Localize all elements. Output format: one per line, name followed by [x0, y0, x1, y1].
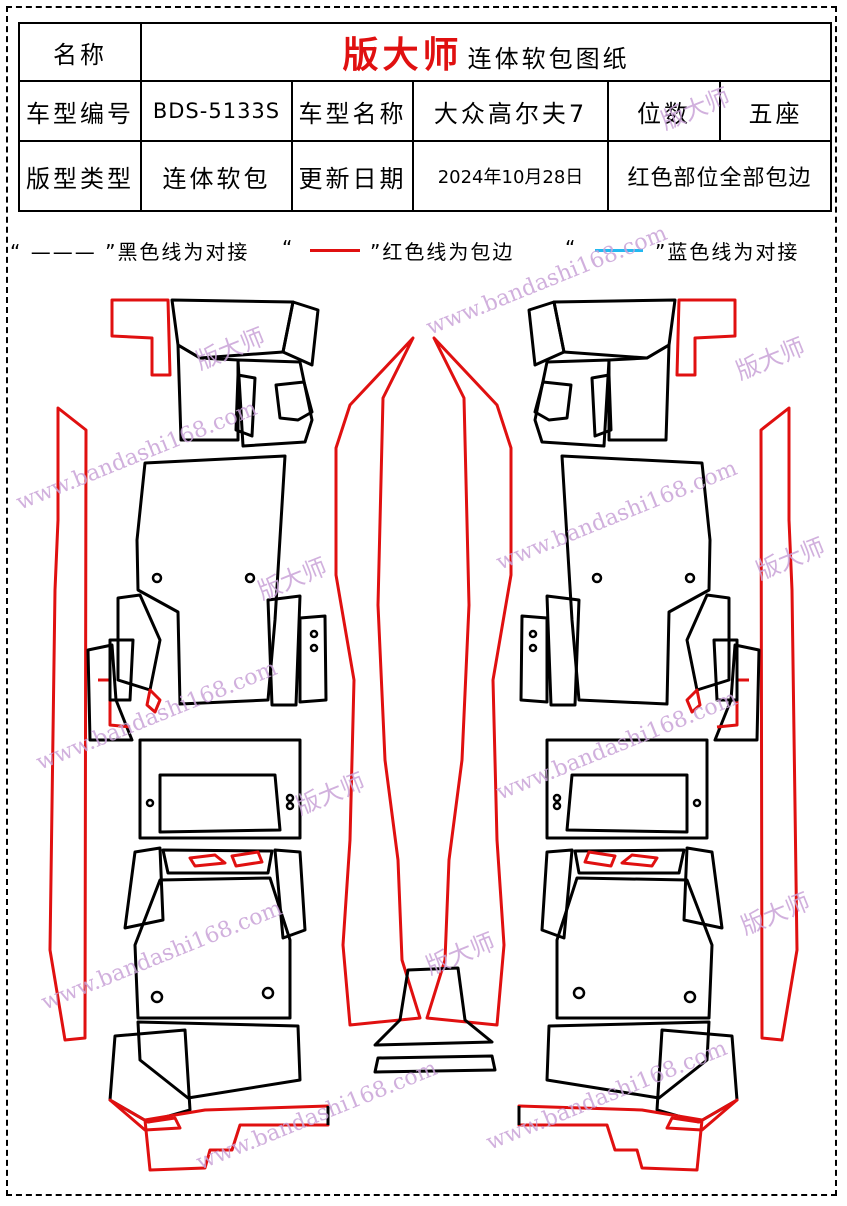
watermark-url: www.bandashi168.com [493, 456, 741, 576]
model-code-label: 车型编号 [18, 80, 142, 142]
center-console-piece [373, 966, 494, 1047]
watermarks: www.bandashi168.com www.bandashi168.com … [13, 83, 829, 1176]
model-name-label: 车型名称 [291, 80, 414, 142]
watermark-url: www.bandashi168.com [33, 656, 281, 776]
watermark-brand: 版大师 [732, 333, 809, 386]
legend-blue-open: “ [565, 236, 578, 260]
model-name-value: 大众高尔夫7 [412, 80, 609, 142]
legend-red-open: “ [282, 236, 295, 260]
seats-label: 位数 [607, 80, 721, 142]
name-label: 名称 [18, 22, 142, 82]
watermark-url: www.bandashi168.com [483, 1036, 731, 1156]
watermark-url: www.bandashi168.com [493, 686, 741, 806]
info-table: 名称 版大师 连体软包图纸 车型编号 BDS-5133S 车型名称 大众高尔夫7… [18, 22, 833, 212]
watermark-url: www.bandashi168.com [13, 396, 261, 516]
update-date-label: 更新日期 [291, 140, 414, 212]
update-date-value: 2024年10月28日 [412, 140, 609, 212]
binding-note: 红色部位全部包边 [606, 140, 833, 212]
watermark-brand: 版大师 [657, 83, 734, 136]
watermark-brand: 版大师 [292, 768, 369, 821]
watermark-brand: 版大师 [737, 888, 814, 941]
model-code-value: BDS-5133S [140, 80, 293, 142]
legend-black: “ ——— ”黑色线为对接 [10, 240, 250, 264]
legend-red-text: ”红色线为包边 [370, 240, 515, 264]
pattern-type-value: 连体软包 [140, 140, 293, 212]
watermark-url: www.bandashi168.com [423, 221, 671, 341]
drawing-title: 连体软包图纸 [467, 45, 630, 73]
watermark-brand: 版大师 [192, 323, 269, 376]
dashed-border [6, 6, 837, 1196]
watermark-brand: 版大师 [422, 928, 499, 981]
legend-blue-swatch [595, 249, 643, 252]
brand-title: 版大师 [342, 35, 463, 76]
pattern-type-label: 版型类型 [18, 140, 142, 212]
line-legend: “ ——— ”黑色线为对接 “ ”红色线为包边 “ ”蓝色线为对接 [10, 232, 840, 268]
center-strip-piece [373, 1054, 497, 1074]
watermark-url: www.bandashi168.com [193, 1056, 441, 1176]
legend-blue-text: ”蓝色线为对接 [655, 240, 800, 264]
legend-red-swatch [310, 249, 360, 252]
seats-value: 五座 [718, 80, 833, 142]
title-cell: 版大师 连体软包图纸 [139, 22, 833, 82]
